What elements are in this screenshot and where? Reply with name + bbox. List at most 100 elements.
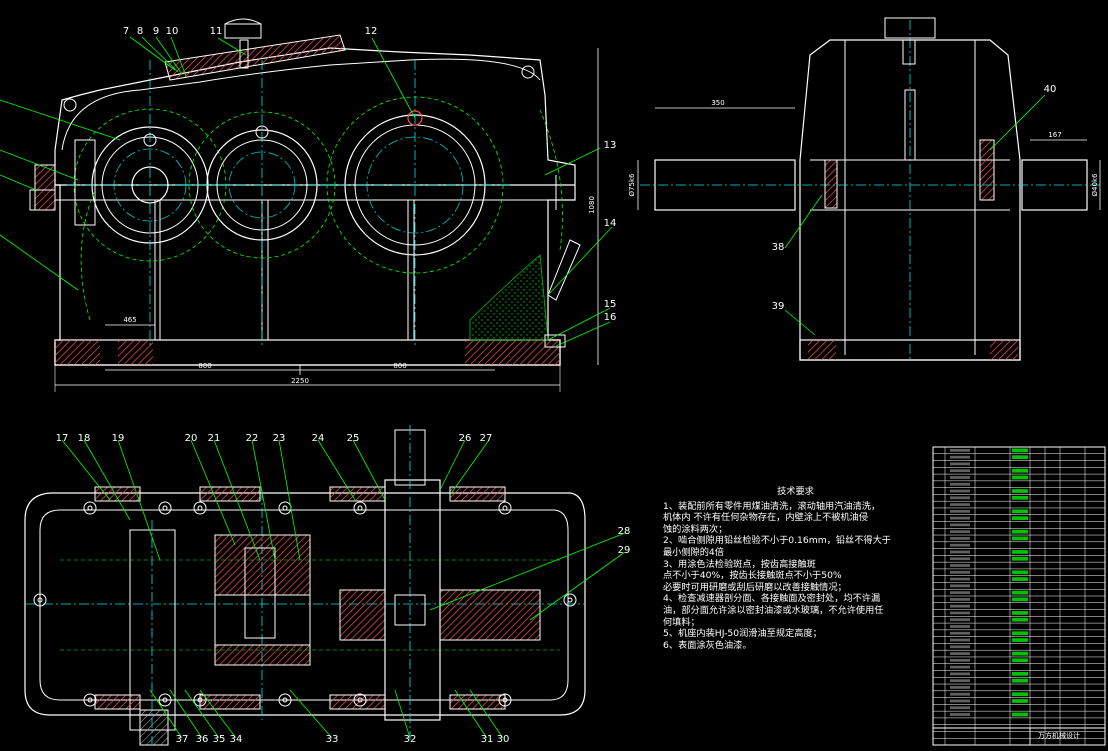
technical-requirements-title: 技术要求 (777, 486, 814, 497)
balloon-front-12: 12 (365, 26, 378, 37)
balloon-front-16: 16 (604, 312, 617, 323)
top-bearing (199, 486, 261, 502)
top-bolt-center (87, 697, 93, 703)
leader-line (199, 689, 237, 739)
parts-list-cell-text (950, 652, 970, 655)
parts-list-cell-text (950, 537, 970, 540)
parts-list-cell-mark (1012, 678, 1028, 683)
top-bolt (278, 501, 292, 515)
balloon-top-18: 18 (78, 433, 91, 444)
note-line: 必要时可用研磨或刮后研磨以改善接触情况； (663, 581, 847, 593)
top-bolt-center (162, 505, 168, 511)
parts-list-cell-mark (1012, 712, 1028, 717)
front-left-bearing-cap (74, 139, 96, 226)
parts-list-cell-text (950, 625, 970, 628)
parts-list-cell-text (950, 557, 970, 561)
front-lift-eye (63, 98, 77, 112)
parts-list-cell-text (950, 706, 970, 710)
leader-line (141, 36, 179, 73)
top-bolt-center (282, 697, 288, 703)
parts-list-cell-mark (1012, 597, 1028, 602)
technical-requirements: 技术要求 1、装配前所有零件用煤油清洗，滚动轴用汽油清洗， 机体内 不许有任何杂… (663, 486, 908, 651)
top-output-gear-inner (339, 589, 386, 641)
dim-label-shaft-right: 167 (1048, 131, 1061, 139)
parts-list-cell-mark (1012, 475, 1028, 480)
parts-list-cell-text (950, 530, 970, 534)
dim-label-overall: 2250 (291, 377, 309, 385)
balloon-side-40: 40 (1044, 84, 1057, 95)
balloon-side-39: 39 (772, 301, 785, 312)
top-bolt-center (502, 697, 508, 703)
front-gear-arc (80, 189, 96, 321)
parts-list-cell-mark (1012, 529, 1028, 534)
note-line: 4、检查减速器剖分面、各接触面及密封处，均不许漏 (663, 593, 881, 605)
parts-list-cell-text (950, 618, 970, 622)
leader-line (190, 439, 236, 546)
front-vent-knob (224, 23, 262, 39)
leader-line (547, 307, 611, 341)
leader-line (0, 99, 121, 141)
top-bolt-center (197, 697, 203, 703)
front-gear-arc (539, 109, 563, 251)
side-base-hatch (990, 340, 1018, 360)
parts-list-cell-mark (1012, 509, 1028, 514)
parts-list-cell-text (950, 672, 970, 676)
note-line: 3、用涂色法检验斑点，按齿高接触斑 (663, 558, 816, 570)
balloon-front-15: 15 (604, 299, 617, 310)
balloon-top-33: 33 (326, 734, 339, 745)
top-bolt-center (502, 505, 508, 511)
parts-list-cell-text (950, 577, 970, 581)
parts-list-cell-mark (1012, 638, 1028, 642)
top-bolt (83, 693, 97, 707)
side-oil-dipstick (904, 89, 916, 161)
top-bolt (353, 693, 367, 707)
title-block-label: 万方机械设计 (1038, 732, 1080, 740)
parts-list-cell-text (950, 516, 970, 520)
parts-list-cell-text (950, 489, 970, 493)
parts-list-cell-mark (1012, 692, 1028, 697)
leader-line (0, 149, 79, 181)
parts-list-cell-text (950, 699, 970, 703)
parts-list-cell-text (950, 482, 970, 486)
parts-list-cell-text (950, 591, 970, 594)
parts-list-cell-mark (1012, 577, 1028, 581)
top-bolt (158, 693, 172, 707)
dim-label-dia-right: Ø40k6 (1091, 173, 1099, 196)
balloon-top-31: 31 (481, 734, 494, 745)
top-bolt (193, 501, 207, 515)
front-base-hatch-mid (118, 340, 153, 365)
top-bolt-center (357, 505, 363, 511)
balloon-top-17: 17 (56, 433, 69, 444)
parts-list-cell-mark (1012, 611, 1028, 615)
front-base-hatch-left (55, 340, 100, 365)
parts-list-cell-text (950, 631, 970, 635)
parts-list-cell-text (950, 645, 970, 649)
dim-label-span-left: 800 (198, 362, 211, 370)
top-output-shaft (384, 479, 441, 721)
parts-list-cell-text (950, 550, 970, 554)
top-bolt-center (37, 597, 43, 603)
parts-list-cell-mark (1012, 617, 1028, 622)
top-bearing (449, 486, 506, 502)
top-bearing (329, 694, 386, 710)
note-line: 机体内 不许有任何杂物存在，内壁涂上不被机油侵 (663, 512, 869, 524)
parts-list-cell-mark (1012, 448, 1028, 453)
parts-list-cell-text (950, 692, 970, 696)
parts-list-cell-mark (1012, 516, 1028, 520)
front-oil-gauge (547, 239, 581, 301)
top-output-gear (439, 589, 541, 641)
parts-list-cell-mark (1012, 489, 1028, 493)
parts-list-cell-text (950, 509, 970, 513)
top-bolt-center (357, 697, 363, 703)
top-bolt-center (197, 505, 203, 511)
balloon-top-19: 19 (112, 433, 125, 444)
parts-list-cell-text (950, 449, 970, 452)
parts-list-cell-mark (1012, 570, 1028, 575)
dim-label-foot: 465 (123, 316, 136, 324)
parts-list-cell-text (950, 584, 970, 588)
balloon-top-28: 28 (618, 526, 631, 537)
top-bolt (278, 693, 292, 707)
parts-list-cell-text (950, 503, 970, 506)
leader-line (394, 689, 411, 739)
top-bolt-center (162, 697, 168, 703)
